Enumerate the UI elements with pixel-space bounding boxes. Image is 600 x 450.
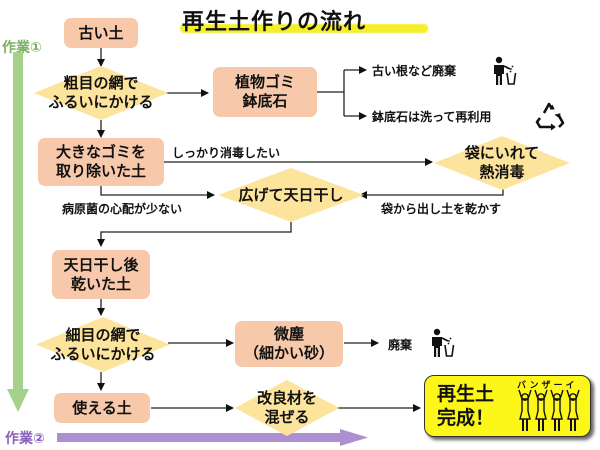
- node-fine-dust: 微塵 （細かい砂）: [235, 321, 343, 367]
- node-fine-dust-line1: 微塵: [273, 325, 304, 343]
- node-complete: 再生土 完成！ バンザーイ: [424, 375, 591, 437]
- node-fine-sieve: 細目の網で ふるいにかける: [36, 317, 170, 372]
- node-fine-sieve-line2: ふるいにかける: [50, 344, 156, 363]
- trash-person-icon: [492, 56, 518, 86]
- complete-line1: 再生土: [437, 383, 495, 405]
- work2-arrow: [57, 429, 368, 446]
- label-discard: 廃棄: [388, 338, 413, 352]
- work2-label: 作業②: [5, 431, 45, 447]
- node-removed-soil-line1: 大きなゴミを: [55, 143, 146, 161]
- node-plant-waste-line2: 鉢底石: [242, 92, 288, 110]
- work1-label: 作業①: [2, 40, 42, 56]
- node-sun-dry-label: 広げて天日干し: [238, 185, 344, 204]
- arrow-waste-branch: [316, 70, 345, 116]
- label-old-roots-discard: 古い根など廃棄: [372, 64, 457, 78]
- node-fine-sieve-line1: 細目の網で: [65, 325, 141, 344]
- arrow-bag-to-sundry: [359, 189, 504, 199]
- node-coarse-sieve-line1: 粗目の網で: [63, 74, 139, 92]
- label-stones-reuse: 鉢底石は洗って再利用: [372, 110, 492, 124]
- node-coarse-sieve-line2: ふるいにかける: [48, 93, 154, 111]
- label-low-pathogen: 病原菌の心配が少ない: [62, 202, 183, 216]
- node-sun-dry: 広げて天日干し: [218, 168, 364, 222]
- node-dried-soil-line2: 乾いた土: [70, 274, 131, 293]
- complete-line2: 完成！: [437, 407, 495, 429]
- node-mix-line2: 混ぜる: [264, 408, 310, 426]
- node-mix-amendment: 改良材を 混ぜる: [235, 380, 339, 436]
- trash-person-icon: [430, 328, 456, 358]
- node-usable-soil-label: 使える土: [72, 398, 132, 417]
- node-dried-soil-line1: 天日干し後: [63, 255, 139, 274]
- node-plant-waste: 植物ゴミ 鉢底石: [213, 67, 317, 117]
- node-fine-dust-line2: （細かい砂）: [243, 344, 334, 362]
- node-plant-waste-line1: 植物ゴミ: [234, 73, 295, 91]
- node-bag-heat-line1: 袋にいれて: [464, 144, 540, 162]
- label-disinfect-thoroughly: しっかり消毒したい: [172, 146, 281, 160]
- banzai-label: バンザーイ: [517, 381, 578, 391]
- node-old-soil: 古い土: [64, 18, 138, 48]
- node-bag-heat: 袋にいれて 熱消毒: [434, 136, 570, 190]
- arrow-removed-to-sundry: [100, 186, 215, 199]
- recycle-icon: [533, 101, 567, 131]
- arrow-sundry-to-dried: [97, 222, 292, 247]
- cheering-people-icon: [517, 389, 581, 433]
- node-dried-soil: 天日干し後 乾いた土: [52, 250, 150, 299]
- node-removed-soil: 大きなゴミを 取り除いた土: [38, 138, 164, 186]
- node-usable-soil: 使える土: [54, 393, 150, 423]
- title-highlight: [180, 24, 428, 33]
- label-take-out-dry: 袋から出し土を乾かす: [381, 202, 502, 216]
- complete-text: 再生土 完成！: [437, 382, 494, 430]
- node-old-soil-label: 古い土: [78, 23, 124, 42]
- work1-arrow: [7, 52, 29, 412]
- node-bag-heat-line2: 熱消毒: [479, 163, 525, 181]
- page-title: 再生土作りの流れ: [182, 10, 367, 35]
- node-mix-line1: 改良材を: [256, 389, 317, 407]
- node-removed-soil-line2: 取り除いた土: [55, 162, 146, 180]
- node-coarse-sieve: 粗目の網で ふるいにかける: [34, 66, 168, 120]
